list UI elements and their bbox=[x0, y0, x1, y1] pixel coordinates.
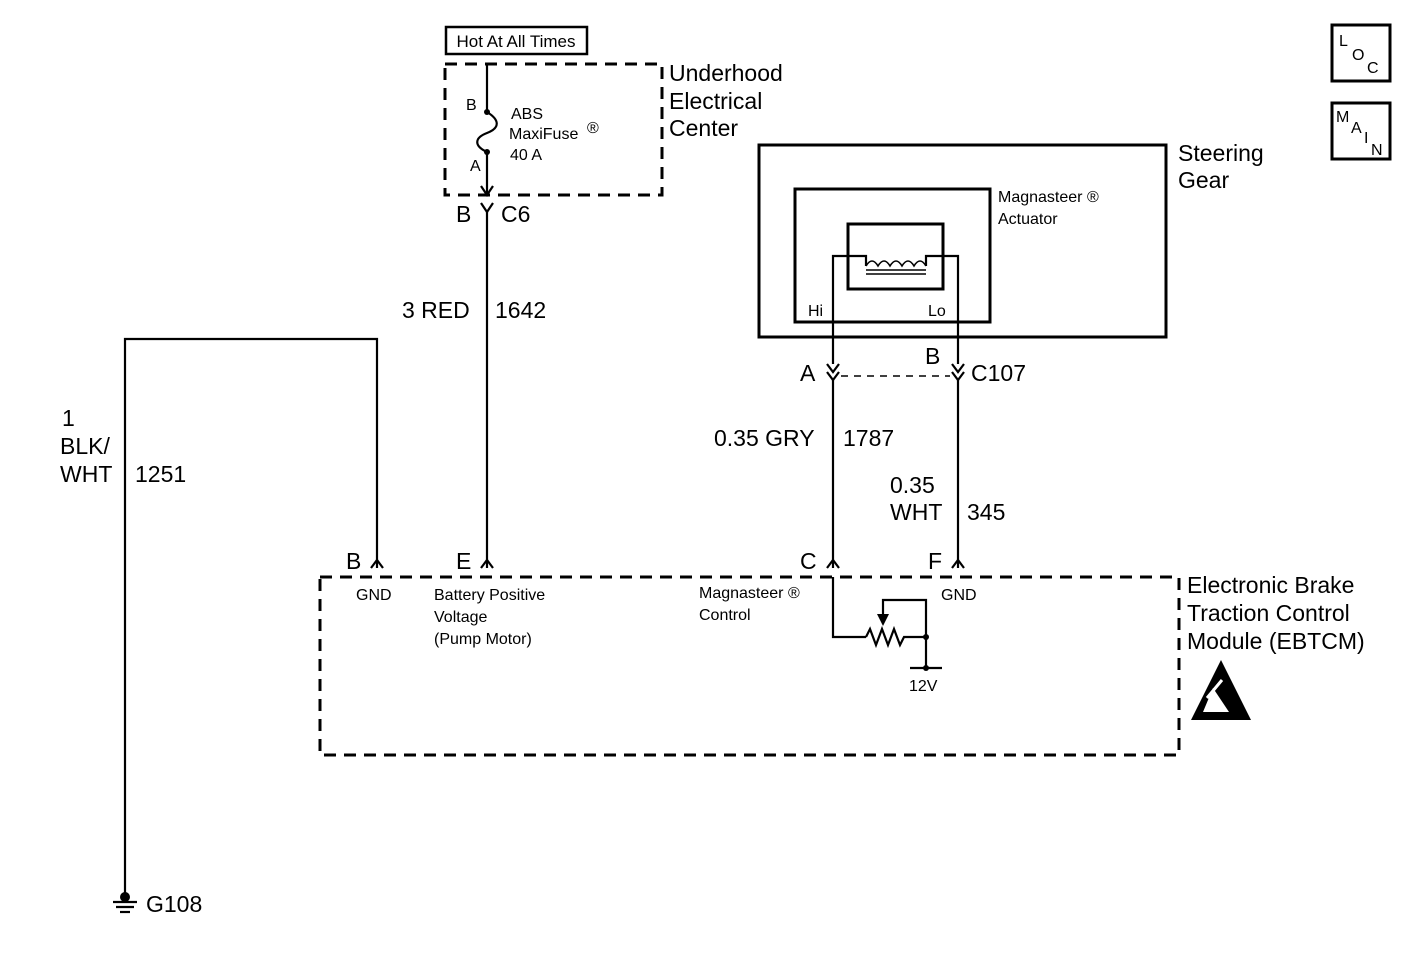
ebtcm-pin-b-desc: GND bbox=[356, 587, 392, 604]
supply-12v-label: 12V bbox=[909, 678, 938, 695]
wire-1251-color-2: WHT bbox=[60, 461, 112, 487]
ebtcm-pin-e-desc-1: Battery Positive bbox=[434, 587, 545, 604]
ebtcm-box bbox=[318, 575, 1181, 757]
wire-1787-circuit: 1787 bbox=[843, 425, 894, 451]
underhood-title-3: Center bbox=[669, 115, 738, 141]
ground-icon bbox=[113, 892, 137, 914]
connector-c6: B C6 bbox=[456, 201, 530, 227]
connector-c107: A B C107 bbox=[800, 343, 1026, 386]
ground-g108-label: G108 bbox=[146, 891, 202, 917]
main-letter-n: N bbox=[1371, 142, 1383, 159]
wire-1787: 0.35 GRY 1787 bbox=[714, 380, 894, 569]
main-letter-a: A bbox=[1351, 120, 1362, 137]
loc-letter-c: C bbox=[1367, 60, 1379, 77]
power-label-text: Hot At All Times bbox=[456, 32, 575, 51]
ebtcm-pin-f-letter: F bbox=[928, 548, 942, 574]
ebtcm-title-3: Module (EBTCM) bbox=[1187, 628, 1365, 654]
loc-letter-l: L bbox=[1339, 33, 1348, 50]
c6-pin-label: B bbox=[456, 201, 471, 227]
wire-1251-color-1: BLK/ bbox=[60, 433, 110, 459]
underhood-title-1: Underhood bbox=[669, 60, 783, 86]
ebtcm-pin-e-letter: E bbox=[456, 548, 471, 574]
underhood-electrical-center: Underhood Electrical Center B A ABS Maxi… bbox=[443, 60, 783, 197]
ebtcm-pin-c-desc-2: Control bbox=[699, 607, 751, 624]
wire-1642: 3 RED 1642 bbox=[402, 212, 546, 569]
wire-1787-gauge-color: 0.35 GRY bbox=[714, 425, 815, 451]
ebtcm-pin-f-desc: GND bbox=[941, 587, 977, 604]
resistor-icon bbox=[831, 577, 942, 671]
main-letter-m: M bbox=[1336, 109, 1349, 126]
underhood-box bbox=[443, 62, 664, 197]
ebtcm-pin-c-desc-1: Magnasteer ® bbox=[699, 585, 800, 602]
fuse-name-2: MaxiFuse bbox=[509, 126, 578, 143]
fuse-pin-b: B bbox=[466, 97, 477, 114]
main-letter-i: I bbox=[1364, 130, 1368, 147]
esd-warning-icon bbox=[1191, 660, 1251, 720]
steering-gear-title-2: Gear bbox=[1178, 167, 1229, 193]
coil-icon bbox=[865, 260, 927, 275]
fuse-registered-mark: ® bbox=[587, 120, 599, 137]
ebtcm-title-2: Traction Control bbox=[1187, 600, 1350, 626]
wire-1251: 1 BLK/ WHT 1251 bbox=[60, 337, 384, 895]
ebtcm-title-1: Electronic Brake bbox=[1187, 572, 1354, 598]
wire-1642-circuit: 1642 bbox=[495, 297, 546, 323]
ebtcm-pin-b-letter: B bbox=[346, 548, 361, 574]
c107-pin-a: A bbox=[800, 360, 816, 386]
wire-345-color: WHT bbox=[890, 499, 942, 525]
fuse-name-1: ABS bbox=[511, 106, 543, 123]
loc-letter-o: O bbox=[1352, 47, 1364, 64]
c107-pin-b: B bbox=[925, 343, 940, 369]
c107-connector-label: C107 bbox=[971, 360, 1026, 386]
power-source-label: Hot At All Times bbox=[444, 25, 589, 56]
actuator-hi-label: Hi bbox=[808, 303, 823, 320]
actuator-label-2: Actuator bbox=[998, 211, 1058, 228]
ebtcm-module: Electronic Brake Traction Control Module… bbox=[318, 548, 1365, 757]
fuse-pin-a: A bbox=[470, 158, 481, 175]
steering-gear-box bbox=[757, 143, 1168, 339]
fuse-icon bbox=[476, 64, 498, 197]
steering-gear-title-1: Steering bbox=[1178, 140, 1264, 166]
steering-gear: Steering Gear Magnasteer ® Actuator Hi L… bbox=[757, 140, 1264, 364]
wire-1642-gauge-color: 3 RED bbox=[402, 297, 470, 323]
loc-nav-button[interactable]: L O C bbox=[1330, 23, 1392, 83]
fuse-rating: 40 A bbox=[510, 147, 542, 164]
actuator-lo-label: Lo bbox=[928, 303, 946, 320]
wire-1251-circuit: 1251 bbox=[135, 461, 186, 487]
c6-connector-label: C6 bbox=[501, 201, 530, 227]
wire-345-size: 0.35 bbox=[890, 472, 935, 498]
wire-345: 0.35 WHT 345 bbox=[890, 380, 1005, 569]
ebtcm-pin-e-desc-3: (Pump Motor) bbox=[434, 631, 532, 648]
ebtcm-pin-c-letter: C bbox=[800, 548, 817, 574]
ebtcm-pin-e-desc-2: Voltage bbox=[434, 609, 487, 626]
underhood-title-2: Electrical bbox=[669, 88, 762, 114]
wire-1251-size: 1 bbox=[62, 405, 75, 431]
wire-345-circuit: 345 bbox=[967, 499, 1005, 525]
magnasteer-actuator-box bbox=[793, 187, 992, 324]
actuator-label-1: Magnasteer ® bbox=[998, 189, 1099, 206]
main-nav-button[interactable]: M A I N bbox=[1330, 101, 1392, 161]
